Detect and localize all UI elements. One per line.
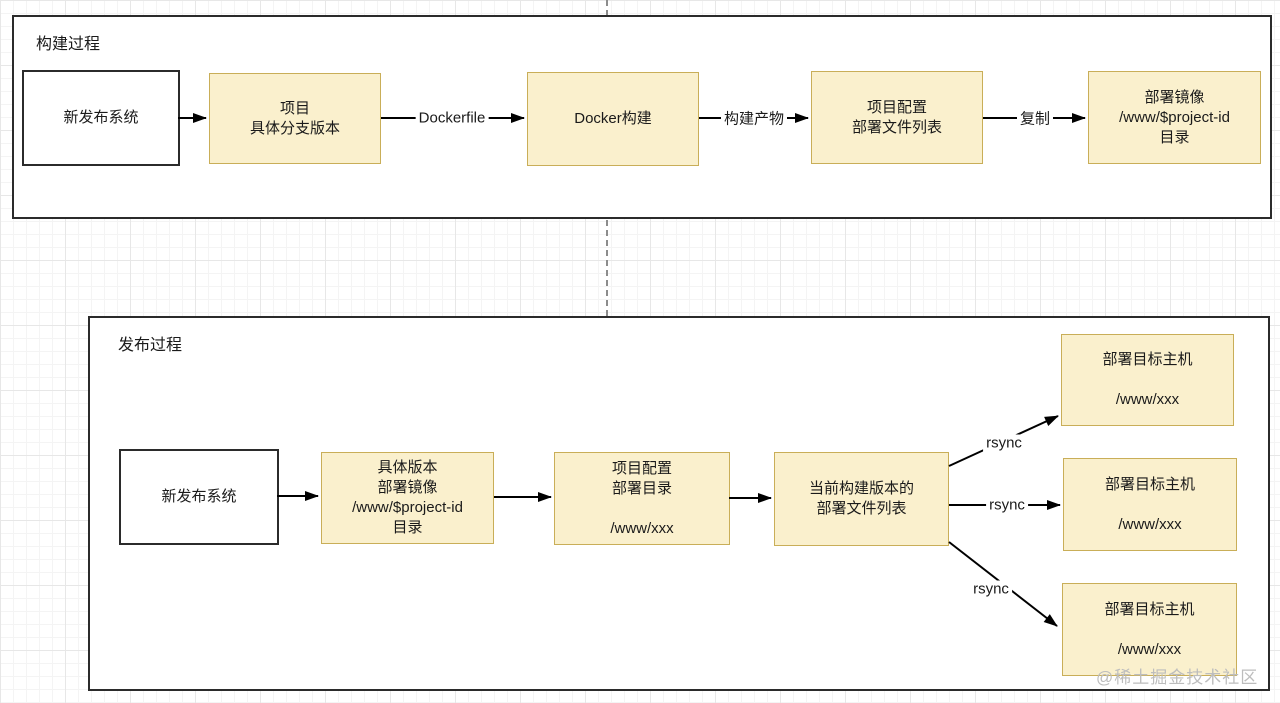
node-line: 项目配置	[866, 98, 927, 116]
edge-label-build-artifact: 构建产物	[720, 107, 788, 129]
node-line: 部署镜像	[1144, 88, 1205, 106]
node-line: /www/xxx	[610, 519, 674, 537]
watermark: @稀土掘金技术社区	[1096, 668, 1259, 687]
node-project-branch: 项目 具体分支版本	[209, 73, 381, 164]
edge-label-dockerfile: Dockerfile	[415, 109, 489, 127]
node-line: 部署目标主机	[1104, 600, 1195, 618]
node-line: /www/xxx	[1118, 515, 1182, 533]
build-section-title: 构建过程	[36, 36, 101, 53]
node-line: /www/$project-id	[1119, 108, 1230, 126]
node-line: Docker构建	[574, 110, 652, 127]
node-new-release-system-release: 新发布系统	[119, 449, 279, 545]
node-line: /www/xxx	[1115, 391, 1180, 408]
node-line: 新发布系统	[63, 109, 139, 126]
edge-label-rsync-1: rsync	[983, 434, 1025, 452]
node-line: 当前构建版本的	[808, 480, 914, 497]
node-line: 目录	[1159, 128, 1190, 146]
node-line: 部署文件列表	[816, 500, 907, 517]
release-section-title: 发布过程	[118, 337, 183, 354]
node-version-deploy-image: 具体版本 部署镜像 /www/$project-id 目录	[321, 452, 494, 544]
node-line: 部署镜像	[377, 479, 438, 496]
node-target-host-1: 部署目标主机 /www/xxx	[1061, 334, 1234, 426]
node-project-deploy-dir: 项目配置 部署目录 /www/xxx	[554, 452, 730, 545]
edge-label-copy: 复制	[1016, 107, 1054, 129]
node-new-release-system-build: 新发布系统	[22, 70, 180, 166]
node-line: 部署目录	[611, 479, 672, 497]
node-deploy-image: 部署镜像 /www/$project-id 目录	[1088, 71, 1261, 164]
node-current-build-file-list: 当前构建版本的 部署文件列表	[774, 452, 949, 546]
node-line: 项目配置	[611, 459, 672, 477]
node-line: /www/$project-id	[352, 499, 463, 516]
node-line: 目录	[392, 519, 423, 536]
edge-label-rsync-2: rsync	[986, 496, 1028, 514]
node-line: 具体版本	[377, 459, 438, 476]
node-line: 部署目标主机	[1102, 351, 1193, 368]
node-docker-build: Docker构建	[527, 72, 699, 166]
node-target-host-2: 部署目标主机 /www/xxx	[1063, 458, 1237, 551]
node-line: 项目	[279, 99, 310, 117]
node-deploy-file-list: 项目配置 部署文件列表	[811, 71, 983, 164]
edge-label-rsync-3: rsync	[970, 580, 1012, 598]
node-line: /www/xxx	[1117, 640, 1182, 658]
node-line: 具体分支版本	[249, 119, 340, 137]
node-line: 新发布系统	[161, 488, 237, 505]
node-target-host-3: 部署目标主机 /www/xxx	[1062, 583, 1237, 676]
node-line: 部署文件列表	[851, 118, 942, 136]
node-line: 部署目标主机	[1104, 475, 1195, 493]
